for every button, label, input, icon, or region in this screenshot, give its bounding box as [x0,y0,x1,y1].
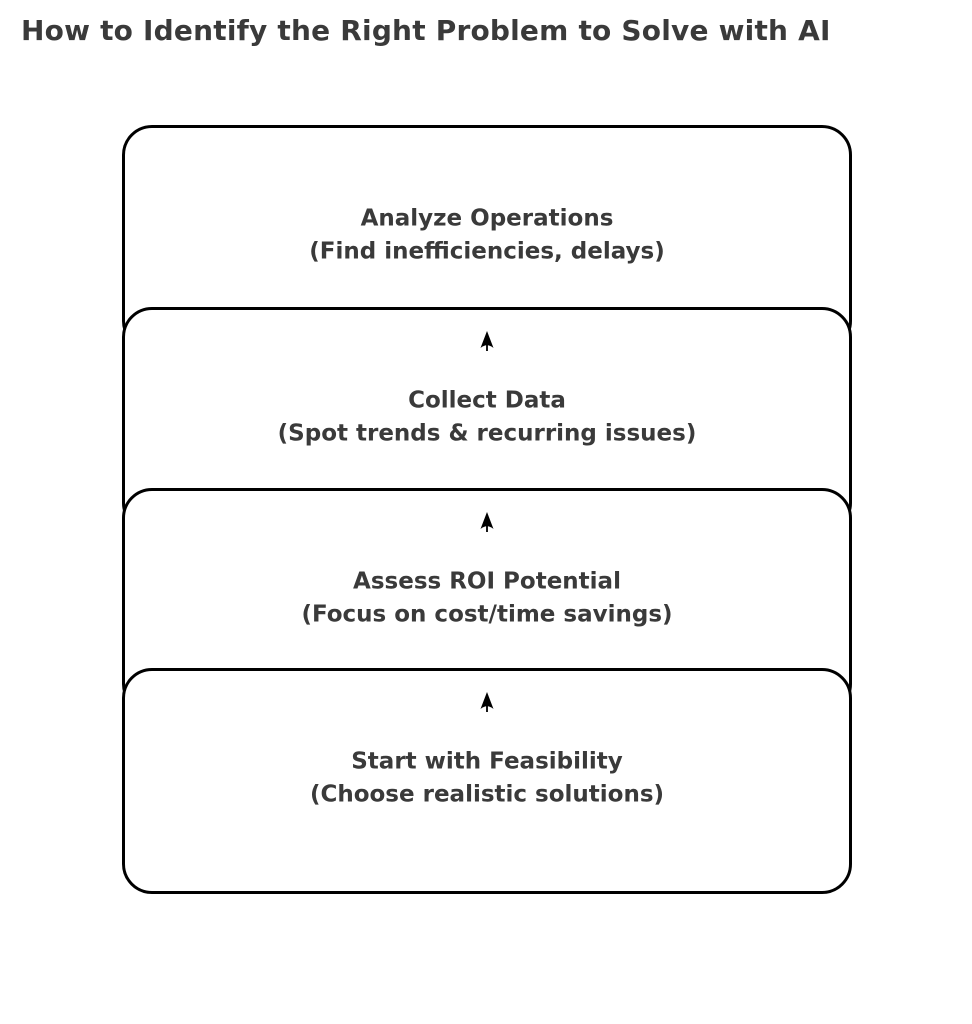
step-title: Assess ROI Potential [353,568,621,595]
step-box-start-with-feasibility: Start with Feasibility (Choose realistic… [122,668,852,894]
step-title: Analyze Operations [360,205,614,232]
step-subtitle: (Find inefficiencies, delays) [309,238,665,265]
step-text: Assess ROI Potential (Focus on cost/time… [125,565,849,631]
step-subtitle: (Spot trends & recurring issues) [277,420,697,447]
step-text: Collect Data (Spot trends & recurring is… [125,384,849,450]
arrow-up-icon [480,331,494,351]
step-title: Collect Data [408,387,566,414]
step-text: Start with Feasibility (Choose realistic… [125,745,849,811]
step-text: Analyze Operations (Find inefficiencies,… [125,202,849,268]
step-subtitle: (Focus on cost/time savings) [301,601,673,628]
arrow-up-icon [480,692,494,712]
step-subtitle: (Choose realistic solutions) [309,781,665,808]
step-title: Start with Feasibility [351,748,623,775]
page-title: How to Identify the Right Problem to Sol… [21,14,831,47]
arrow-up-icon [480,512,494,532]
